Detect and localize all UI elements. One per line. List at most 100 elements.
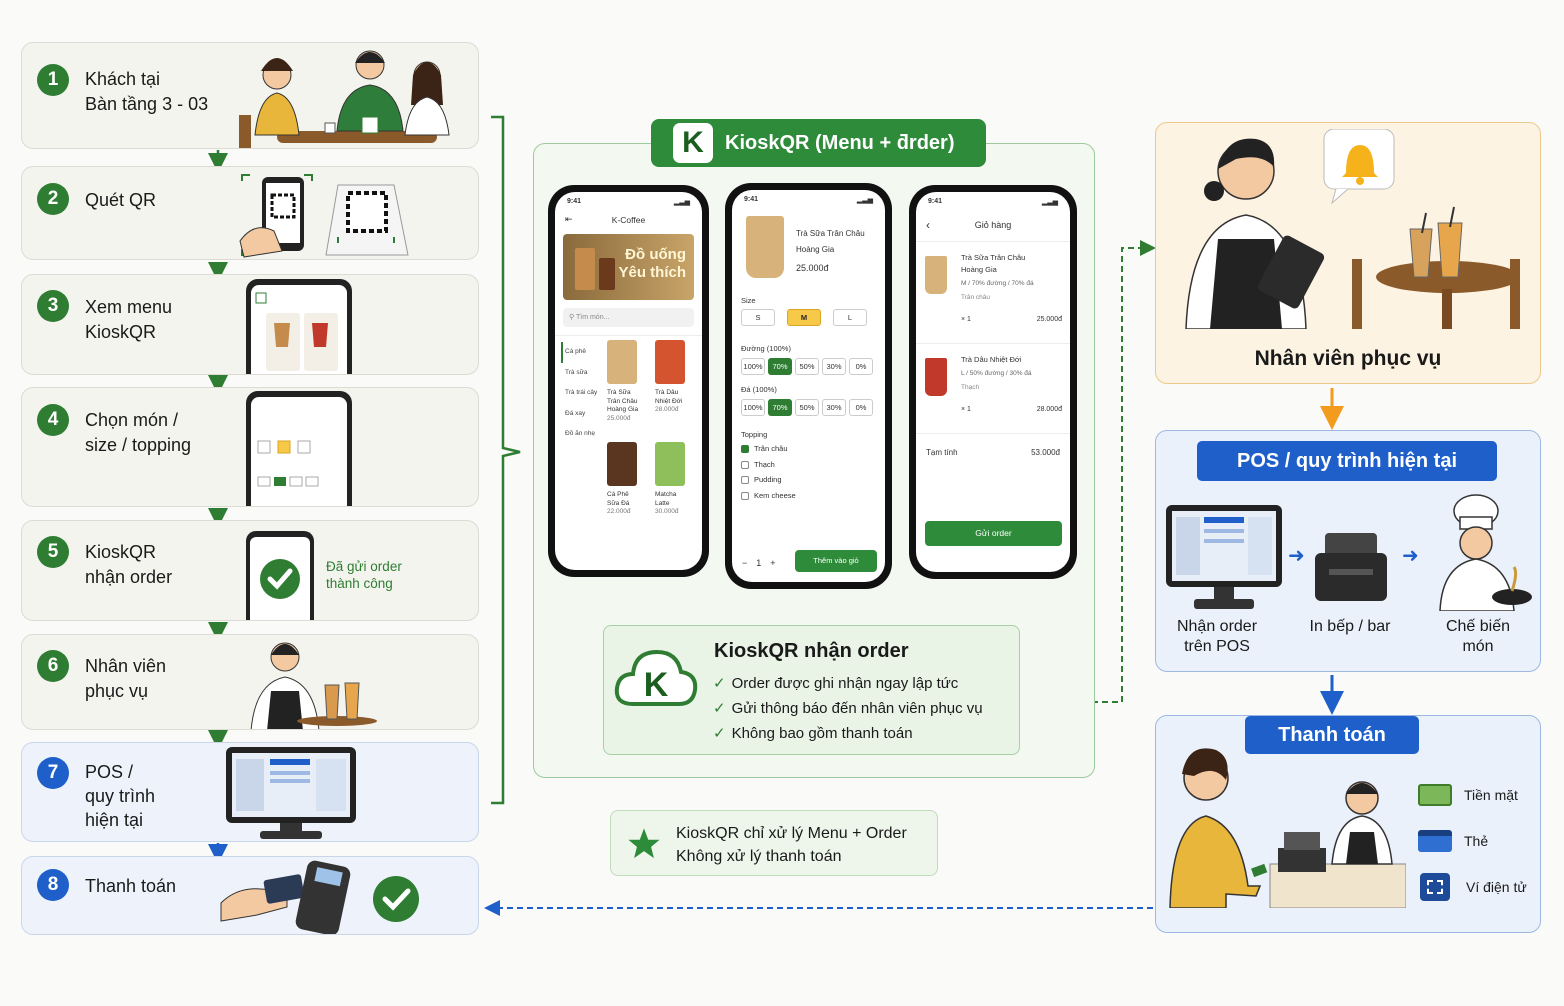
pos-monitor-icon	[1166, 505, 1282, 609]
pos-terminal-illustration	[226, 747, 356, 839]
phone-options: 9:41▂▃▅ Trà Sữa Trân Châu Hoàng Gia 25.0…	[725, 183, 892, 589]
add-to-cart-button[interactable]: Thêm vào giỏ	[795, 550, 877, 572]
size-option[interactable]: L	[833, 309, 867, 326]
size-label: Size	[741, 296, 756, 305]
topping-option[interactable]: Pudding	[741, 472, 876, 488]
menu-phone-illustration	[246, 279, 352, 374]
shop-header: ⇤ K-Coffee	[555, 212, 702, 230]
cart-item[interactable]: Trà Dâu Nhiệt Đới L / 50% đường / 30% đá…	[916, 344, 1070, 434]
flow-arrow-icon: ➜	[1402, 545, 1419, 567]
category-item[interactable]: Đá xay	[565, 409, 586, 417]
kioskqr-title-banner: K KioskQR (Menu + ƌrder)	[651, 119, 986, 167]
card-payment-illustration	[220, 860, 351, 934]
sugar-option[interactable]: 0%	[849, 358, 873, 375]
customers-at-table-illustration	[239, 50, 450, 148]
topping-option[interactable]: Thạch	[741, 457, 876, 473]
step-8: 8 Thanh toán	[21, 856, 479, 935]
ice-option[interactable]: 100%	[741, 399, 765, 416]
staff-label: Nhân viên phục vụ	[1254, 347, 1442, 370]
card-icon	[1418, 830, 1452, 852]
checkbox[interactable]	[741, 460, 749, 469]
step-label: Thanh toán	[85, 876, 177, 896]
cart-item[interactable]: Trà Sữa Trân Châu Hoàng Gia M / 70% đườn…	[916, 242, 1070, 344]
menu-search-input[interactable]: ⚲ Tìm món...	[563, 308, 694, 327]
ice-selector: 100% 70% 50% 30% 0%	[741, 399, 876, 416]
product-price: 25.000đ	[796, 263, 829, 273]
ice-option[interactable]: 70%	[768, 399, 792, 416]
options-phone-illustration	[246, 391, 352, 506]
shop-name: K-Coffee	[611, 215, 646, 225]
size-option[interactable]: M	[787, 309, 821, 326]
printer-icon	[1315, 533, 1387, 601]
topping-option[interactable]: Trân châu	[741, 441, 876, 457]
checkbox-checked[interactable]	[741, 445, 749, 454]
size-option[interactable]: S	[741, 309, 775, 326]
waiter-serving-illustration	[250, 642, 377, 729]
payment-method-ewallet: Ví điện tử	[1418, 864, 1527, 910]
sugar-option[interactable]: 50%	[795, 358, 819, 375]
kioskqr-title: KioskQR (Menu + ƌrder)	[725, 131, 955, 154]
category-list: Cà phê Trà sữa Trà trái cây Đá xay Đồ ăn…	[561, 342, 597, 445]
category-item[interactable]: Trà sữa	[565, 368, 588, 376]
qty-plus-button[interactable]: +	[770, 558, 776, 568]
sugar-selector: 100% 70% 50% 30% 0%	[741, 358, 876, 375]
svg-text:K: K	[644, 666, 669, 704]
send-order-button[interactable]: Gửi order	[925, 521, 1062, 546]
payment-panel: Thanh toán Tiền mặt Thẻ Ví điện tử	[1155, 715, 1541, 933]
category-item[interactable]: Đồ ăn nhẹ	[565, 430, 595, 437]
step-number: 7	[37, 757, 69, 789]
back-icon[interactable]: ‹	[926, 218, 930, 232]
pos-title: POS / quy trình hiện tại	[1197, 441, 1497, 481]
success-check-icon	[373, 876, 419, 922]
chef-icon	[1439, 494, 1532, 611]
sugar-option[interactable]: 100%	[741, 358, 765, 375]
cart-title: Giỏ hàng	[974, 220, 1012, 230]
ice-option[interactable]: 50%	[795, 399, 819, 416]
step-number: 3	[37, 290, 69, 322]
flow-arrow-icon: ➜	[1288, 545, 1305, 567]
payment-method-card: Thẻ	[1418, 818, 1527, 864]
step-4: 4 Chọn món /size / topping	[21, 387, 479, 507]
checkbox[interactable]	[741, 476, 749, 485]
qty-minus-button[interactable]: −	[742, 558, 748, 568]
receive-list-item: ✓Không bao gồm thanh toán	[713, 725, 913, 742]
sugar-label: Đường (100%)	[741, 344, 791, 353]
phone-cart: 9:41▂▃▅ ‹ Giỏ hàng Trà Sữa Trân Châu Hoà…	[909, 185, 1077, 579]
payment-method-cash: Tiền mặt	[1418, 772, 1527, 818]
step-number: 8	[37, 869, 69, 901]
order-sent-phone-illustration	[246, 531, 314, 620]
category-item[interactable]: Trà trái cây	[565, 389, 598, 396]
size-selector: S M L	[741, 309, 876, 326]
payment-counter-illustration	[1169, 748, 1406, 908]
ice-option[interactable]: 0%	[849, 399, 873, 416]
receive-title: KioskQR nhận order	[714, 640, 909, 662]
ice-label: Đá (100%)	[741, 385, 777, 394]
checkmark-icon: ✓	[713, 700, 726, 717]
checkbox[interactable]	[741, 491, 749, 500]
topping-option[interactable]: Kem cheese	[741, 488, 876, 504]
sugar-option[interactable]: 30%	[822, 358, 846, 375]
sugar-option[interactable]: 70%	[768, 358, 792, 375]
step-number: 6	[37, 650, 69, 682]
category-item[interactable]: Cà phê	[561, 342, 597, 363]
back-icon[interactable]: ⇤	[565, 214, 573, 224]
step-number: 4	[37, 404, 69, 436]
ice-option[interactable]: 30%	[822, 399, 846, 416]
product-image	[746, 216, 784, 278]
scan-qr-illustration	[239, 174, 409, 258]
